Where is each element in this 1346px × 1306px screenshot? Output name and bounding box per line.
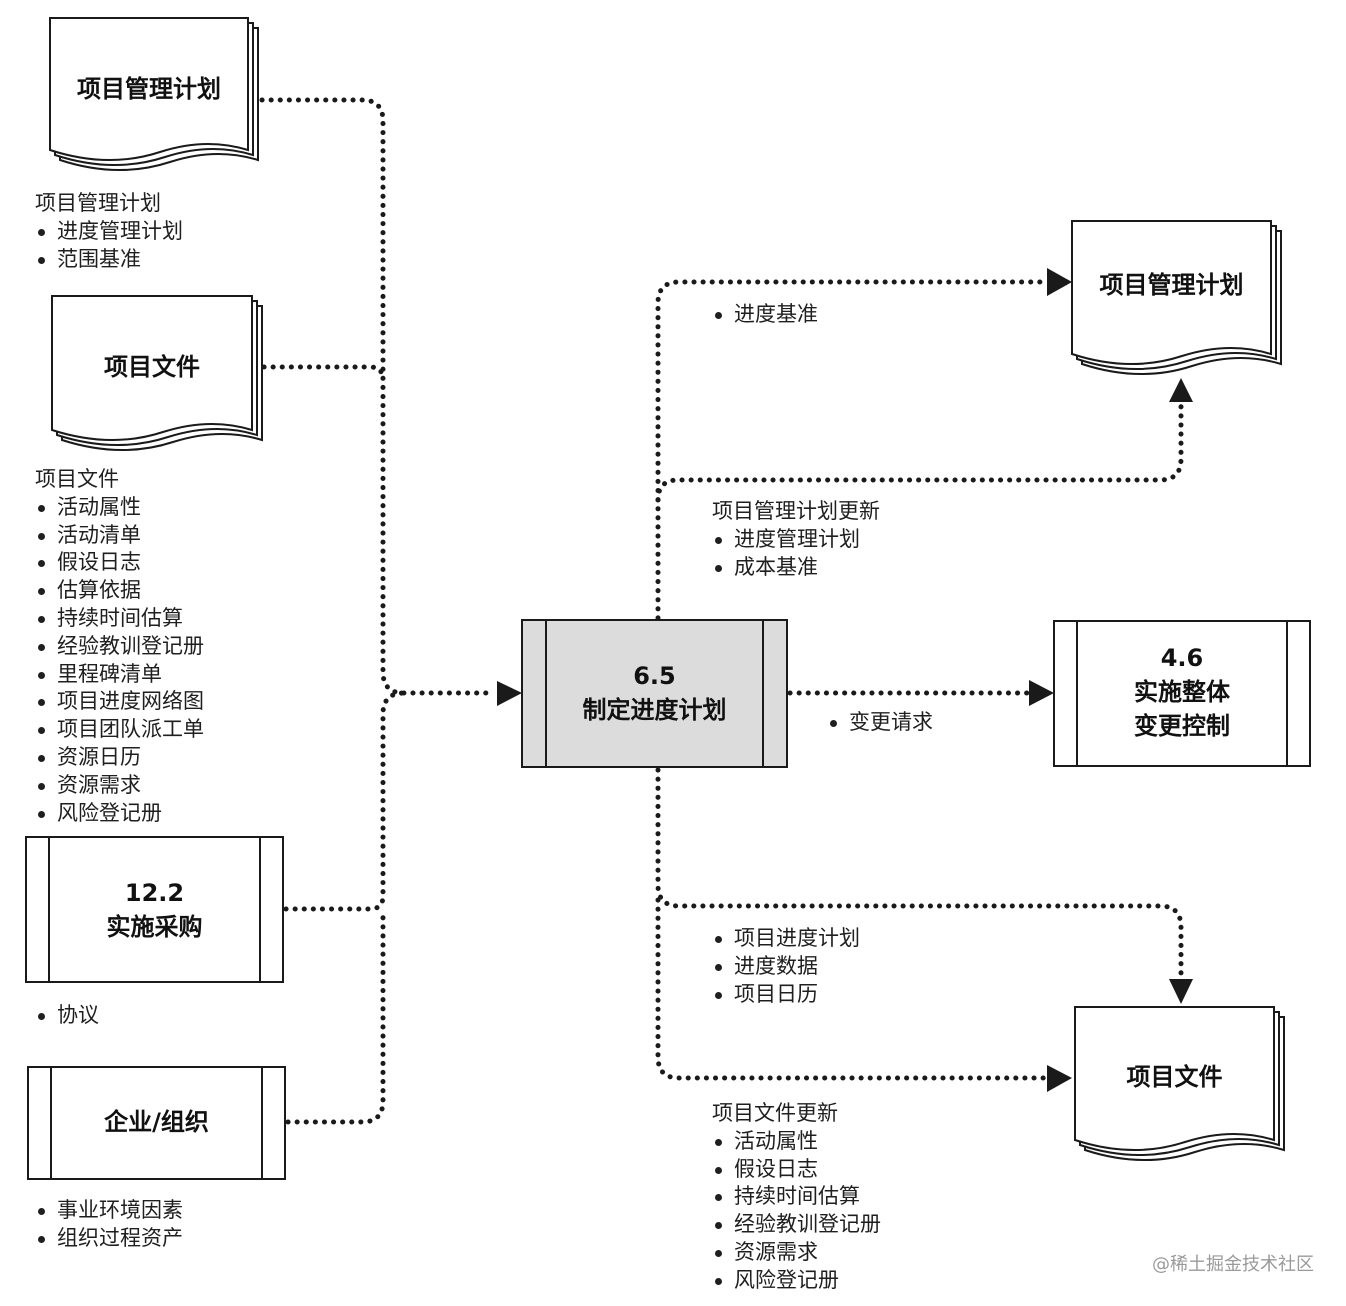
list-item: 估算依据 bbox=[35, 577, 204, 605]
list-item: 里程碑清单 bbox=[35, 661, 204, 689]
list-item: 活动清单 bbox=[35, 522, 204, 550]
arrowhead-into-docs-top bbox=[1169, 979, 1193, 1004]
watermark: @稀土掘金技术社区 bbox=[1152, 1254, 1314, 1275]
project-docs-input-document-icon bbox=[51, 295, 263, 452]
list-item: 进度管理计划 bbox=[35, 218, 183, 246]
list-item: 活动属性 bbox=[35, 494, 204, 522]
list-item: 风险登记册 bbox=[35, 800, 204, 828]
list-item: 持续时间估算 bbox=[712, 1183, 881, 1211]
list-item: 成本基准 bbox=[712, 554, 880, 582]
project-docs-input-title: 项目文件 bbox=[104, 353, 200, 381]
list-item: 假设日志 bbox=[35, 549, 204, 577]
list-item: 变更请求 bbox=[827, 709, 933, 737]
list-item: 经验教训登记册 bbox=[35, 633, 204, 661]
project-docs-output-document-icon bbox=[1074, 1006, 1285, 1162]
pm-plan-input-title: 项目管理计划 bbox=[77, 75, 221, 103]
enterprise-notes: 事业环境因素 组织过程资产 bbox=[35, 1197, 183, 1253]
project-docs-update-heading: 项目文件更新 bbox=[712, 1101, 838, 1125]
connector-procurement-input bbox=[283, 690, 407, 912]
change-control-box bbox=[1053, 620, 1311, 767]
project-docs-direct-notes: 项目进度计划 进度数据 项目日历 bbox=[712, 925, 860, 1008]
change-request-notes: 变更请求 bbox=[827, 709, 933, 737]
change-control-label: 4.6 实施整体 变更控制 bbox=[1077, 641, 1287, 743]
list-item: 资源需求 bbox=[35, 772, 204, 800]
connector-project-docs-input bbox=[261, 364, 386, 383]
pm-plan-update-notes: 项目管理计划更新 进度管理计划 成本基准 bbox=[712, 498, 880, 581]
project-docs-update-notes: 项目文件更新 活动属性 假设日志 持续时间估算 经验教训登记册 资源需求 风险登… bbox=[712, 1100, 881, 1295]
connector-pm-plan-update-output bbox=[655, 402, 1184, 503]
process-label: 6.5 制定进度计划 bbox=[546, 659, 763, 727]
connector-enterprise-input bbox=[285, 906, 386, 1125]
procurement-number: 12.2 bbox=[124, 879, 185, 907]
pm-plan-update-heading: 项目管理计划更新 bbox=[712, 499, 880, 523]
list-item: 资源日历 bbox=[35, 744, 204, 772]
project-docs-output-title: 项目文件 bbox=[1126, 1063, 1223, 1091]
procurement-box-label: 12.2 实施采购 bbox=[49, 876, 260, 944]
list-item: 组织过程资产 bbox=[35, 1225, 183, 1253]
list-item: 事业环境因素 bbox=[35, 1197, 183, 1225]
pm-plan-input-document-icon bbox=[49, 17, 259, 172]
change-control-title-line1: 实施整体 bbox=[1134, 678, 1230, 706]
list-item: 进度数据 bbox=[712, 953, 860, 981]
change-control-number: 4.6 bbox=[1160, 644, 1204, 672]
enterprise-box-label: 企业/组织 bbox=[104, 1108, 209, 1136]
connector-project-docs-update-output bbox=[655, 897, 1049, 1081]
procurement-title: 实施采购 bbox=[106, 913, 203, 941]
schedule-baseline-notes: 进度基准 bbox=[712, 301, 818, 329]
list-item: 经验教训登记册 bbox=[712, 1211, 881, 1239]
list-item: 风险登记册 bbox=[712, 1267, 881, 1295]
arrowhead-into-docs-left bbox=[1047, 1065, 1072, 1092]
procurement-box bbox=[25, 836, 284, 983]
connector-pm-plan-input bbox=[259, 97, 495, 696]
list-item: 项目日历 bbox=[712, 981, 860, 1009]
arrowhead-into-process bbox=[497, 681, 522, 706]
arrowhead-into-pm-plan-bottom bbox=[1169, 378, 1193, 402]
pm-plan-input-heading: 项目管理计划 bbox=[35, 191, 161, 215]
pm-plan-output-title: 项目管理计划 bbox=[1099, 271, 1244, 299]
process-box-main bbox=[521, 619, 788, 768]
list-item: 进度管理计划 bbox=[712, 526, 880, 554]
list-item: 资源需求 bbox=[712, 1239, 881, 1267]
pm-plan-input-notes: 项目管理计划 进度管理计划 范围基准 bbox=[35, 190, 183, 273]
list-item: 活动属性 bbox=[712, 1128, 881, 1156]
list-item: 进度基准 bbox=[712, 301, 818, 329]
list-item: 协议 bbox=[35, 1002, 99, 1030]
project-docs-input-notes: 项目文件 活动属性 活动清单 假设日志 估算依据 持续时间估算 经验教训登记册 … bbox=[35, 466, 204, 827]
list-item: 假设日志 bbox=[712, 1156, 881, 1184]
project-docs-input-heading: 项目文件 bbox=[35, 467, 119, 491]
pm-plan-output-document-icon bbox=[1071, 220, 1282, 376]
arrowhead-into-pm-plan-output bbox=[1047, 268, 1072, 296]
procurement-notes: 协议 bbox=[35, 1002, 99, 1030]
list-item: 范围基准 bbox=[35, 246, 183, 274]
enterprise-box bbox=[27, 1066, 286, 1180]
process-title: 制定进度计划 bbox=[582, 696, 727, 724]
list-item: 项目进度计划 bbox=[712, 925, 860, 953]
arrowhead-into-change-control bbox=[1029, 680, 1054, 706]
change-control-title-line2: 变更控制 bbox=[1134, 712, 1230, 740]
list-item: 项目进度网络图 bbox=[35, 688, 204, 716]
list-item: 持续时间估算 bbox=[35, 605, 204, 633]
list-item: 项目团队派工单 bbox=[35, 716, 204, 744]
connector-project-docs-direct-output bbox=[655, 767, 1184, 981]
process-number: 6.5 bbox=[633, 662, 676, 690]
